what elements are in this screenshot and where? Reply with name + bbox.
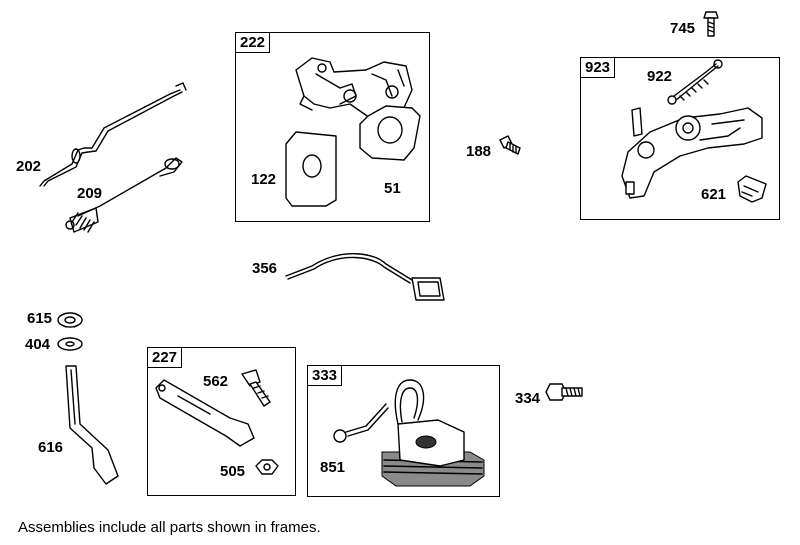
- part-922-spring: [667, 59, 723, 105]
- part-745-screw: [703, 11, 719, 37]
- part-562-bolt: [241, 369, 271, 407]
- label-616: 616: [38, 439, 64, 456]
- label-505: 505: [220, 463, 246, 480]
- label-851: 851: [320, 459, 346, 476]
- label-356: 356: [252, 260, 278, 277]
- frame-923: 923: [580, 57, 780, 220]
- label-202: 202: [16, 158, 42, 175]
- frame-333-number: 333: [307, 365, 343, 386]
- label-621: 621: [701, 186, 727, 203]
- part-923-control: [621, 107, 763, 199]
- part-404-washer: [57, 337, 83, 351]
- part-122-plate: [285, 131, 337, 207]
- footer-caption: Assemblies include all parts shown in fr…: [18, 519, 321, 536]
- part-188-screw: [499, 135, 521, 155]
- label-188: 188: [466, 143, 492, 160]
- part-616-lever: [65, 365, 119, 485]
- part-334-screw: [545, 383, 583, 401]
- label-922: 922: [647, 68, 673, 85]
- part-615-nut: [57, 312, 83, 328]
- label-745: 745: [670, 20, 696, 37]
- frame-923-number: 923: [580, 57, 616, 78]
- part-51-gasket: [359, 105, 421, 161]
- label-404: 404: [25, 336, 51, 353]
- frame-222: 222: [235, 32, 430, 222]
- frame-227: 227: [147, 347, 296, 496]
- part-202-link: [39, 82, 187, 187]
- label-615: 615: [27, 310, 53, 327]
- part-222-bracket: [295, 57, 413, 121]
- part-505-nut: [255, 459, 279, 475]
- frame-227-number: 227: [147, 347, 183, 368]
- frame-222-number: 222: [235, 32, 271, 53]
- label-562: 562: [203, 373, 229, 390]
- label-334: 334: [515, 390, 541, 407]
- part-209-spring: [65, 157, 183, 233]
- part-333-armature: [333, 379, 485, 487]
- label-209: 209: [77, 185, 103, 202]
- label-51: 51: [384, 180, 401, 197]
- label-122: 122: [251, 171, 277, 188]
- part-621-clip: [737, 175, 767, 203]
- part-227-lever: [155, 379, 255, 447]
- frame-333: 333: [307, 365, 500, 497]
- part-356-wire: [285, 253, 445, 301]
